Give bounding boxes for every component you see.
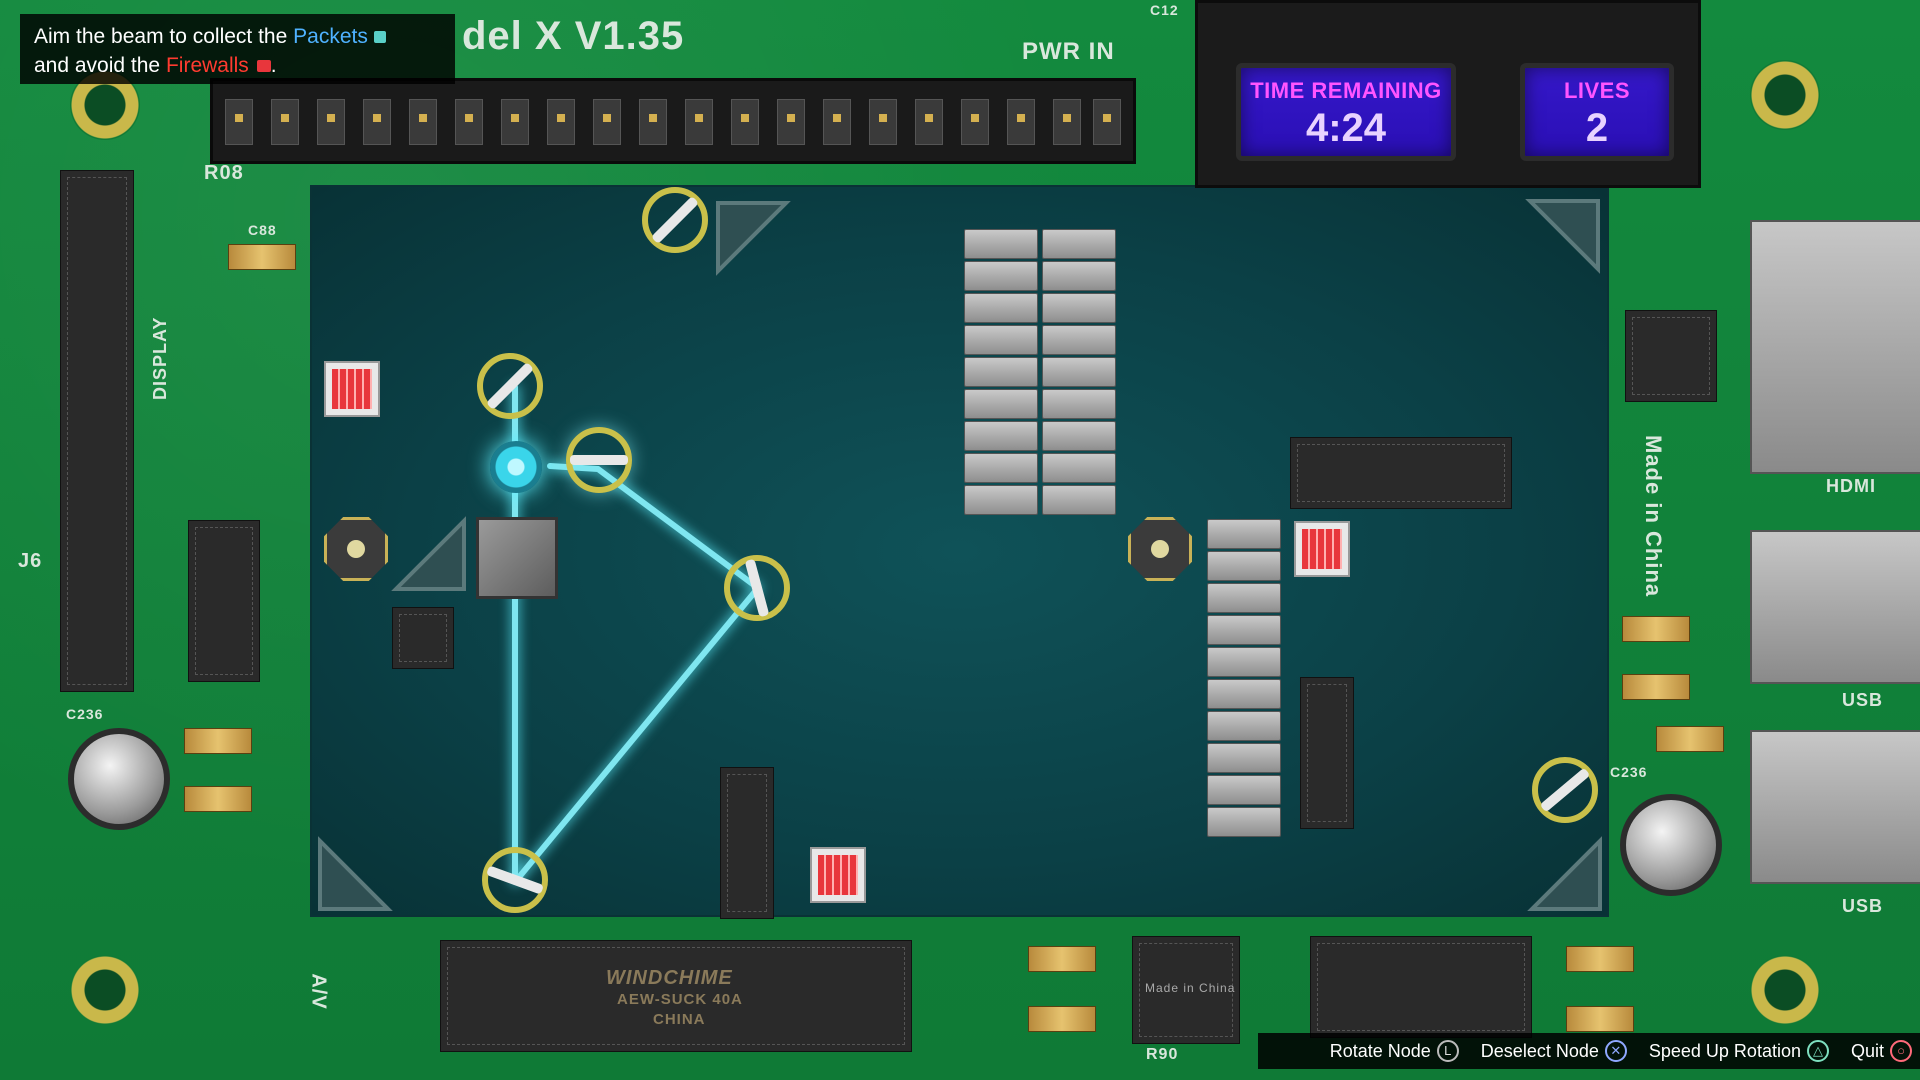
mounting-hole	[1750, 60, 1820, 130]
ic-chip	[720, 767, 774, 919]
triangle-button-icon: △	[1806, 1040, 1829, 1062]
mirror-node[interactable]	[477, 353, 543, 419]
av-label: A/V	[307, 973, 330, 1010]
pin-header-connector	[1310, 936, 1532, 1038]
hdmi-port	[1750, 220, 1920, 474]
c236-label: C236	[66, 706, 104, 722]
chip-country: CHINA	[653, 1011, 706, 1028]
model-label: del X V1.35	[462, 14, 685, 58]
objective-line-1: Aim the beam to collect the Packets	[34, 22, 441, 51]
time-remaining-value: 4:24	[1305, 106, 1387, 150]
capacitor	[1566, 946, 1634, 972]
capacitor	[1622, 616, 1690, 642]
cross-button-icon: ✕	[1604, 1040, 1627, 1062]
c12-label: C12	[1150, 2, 1179, 18]
firewall-block	[324, 361, 380, 417]
small-chip: Made in China	[1132, 936, 1240, 1044]
electrolytic-capacitor	[68, 728, 170, 830]
firewall-block	[810, 847, 866, 903]
prism-reflector	[1525, 199, 1600, 274]
main-processor-chip: WINDCHIME AEW-SUCK 40A CHINA	[440, 940, 912, 1052]
chip-brand: WINDCHIME	[606, 967, 733, 989]
display-label: DISPLAY	[150, 316, 170, 400]
prism-reflector	[1527, 836, 1602, 911]
usb-port	[1750, 530, 1920, 684]
electrolytic-capacitor	[1620, 794, 1722, 896]
objective-line-2: and avoid the Firewalls.	[34, 54, 277, 77]
prism-reflector	[318, 836, 393, 911]
time-remaining-display: TIME REMAINING 4:24	[1236, 63, 1456, 161]
j6-label: J6	[18, 550, 43, 572]
mirror-node[interactable]	[724, 555, 790, 621]
puzzle-play-area	[310, 185, 1609, 919]
controls-bar: Rotate Node L Deselect Node ✕ Speed Up R…	[1258, 1033, 1920, 1069]
capacitor	[1622, 674, 1690, 700]
control-quit: Quit ○	[1851, 1040, 1912, 1062]
ic-chip	[1290, 437, 1512, 509]
mirror-node[interactable]	[482, 847, 548, 913]
usb-label: USB	[1842, 896, 1884, 916]
ic-chip	[392, 607, 454, 669]
objective-banner: Aim the beam to collect the Packets and …	[20, 14, 455, 84]
capacitor	[184, 728, 252, 754]
lives-display: LIVES 2	[1520, 63, 1674, 161]
time-remaining-label: TIME REMAINING	[1250, 78, 1442, 103]
ic-chip	[1300, 677, 1354, 829]
made-in-china-label: Made in China	[1641, 435, 1666, 598]
capacitor	[1028, 946, 1096, 972]
ic-chip	[1625, 310, 1717, 402]
c88-label: C88	[248, 222, 277, 238]
circle-button-icon: ○	[1890, 1040, 1912, 1062]
beam-source	[476, 517, 558, 599]
data-packet	[490, 441, 542, 493]
capacitor	[228, 244, 296, 270]
receiver-node	[1128, 517, 1192, 581]
left-stick-icon: L	[1436, 1040, 1459, 1062]
capacitor	[1566, 1006, 1634, 1032]
capacitor	[184, 786, 252, 812]
mirror-node[interactable]	[642, 187, 708, 253]
small-chip-label: Made in China	[1145, 981, 1236, 995]
c236-label: C236	[1610, 764, 1648, 780]
prism-reflector	[391, 516, 466, 591]
mirror-node-selected[interactable]	[566, 427, 632, 493]
ic-chip	[188, 520, 260, 682]
mounting-hole	[70, 955, 140, 1025]
receiver-node	[324, 517, 388, 581]
lives-label: LIVES	[1563, 78, 1631, 103]
usb-port	[1750, 730, 1920, 884]
header-pin-strip	[210, 78, 1136, 164]
control-speed-up-rotation: Speed Up Rotation △	[1649, 1040, 1829, 1062]
capacitor	[1656, 726, 1724, 752]
capacitor	[1028, 1006, 1096, 1032]
control-deselect-node: Deselect Node ✕	[1481, 1040, 1627, 1062]
hud-panel: TIME REMAINING 4:24 LIVES 2	[1195, 0, 1701, 188]
r90-label: R90	[1146, 1046, 1179, 1063]
packets-keyword: Packets	[293, 25, 368, 48]
lives-value: 2	[1585, 106, 1609, 150]
firewall-block	[1294, 521, 1350, 577]
mounting-hole	[1750, 955, 1820, 1025]
packet-icon	[373, 31, 386, 44]
firewall-icon	[256, 60, 271, 73]
usb-label: USB	[1842, 690, 1884, 710]
mirror-node[interactable]	[1532, 757, 1598, 823]
pwr-in-label: PWR IN	[1022, 38, 1115, 65]
control-rotate-node: Rotate Node L	[1330, 1040, 1459, 1062]
prism-reflector	[716, 201, 791, 276]
hdmi-label: HDMI	[1826, 476, 1876, 496]
chip-model: AEW-SUCK 40A	[617, 991, 743, 1008]
r08-label: R08	[204, 162, 244, 184]
ribbon-connector	[60, 170, 134, 692]
firewalls-keyword: Firewalls	[165, 54, 249, 77]
